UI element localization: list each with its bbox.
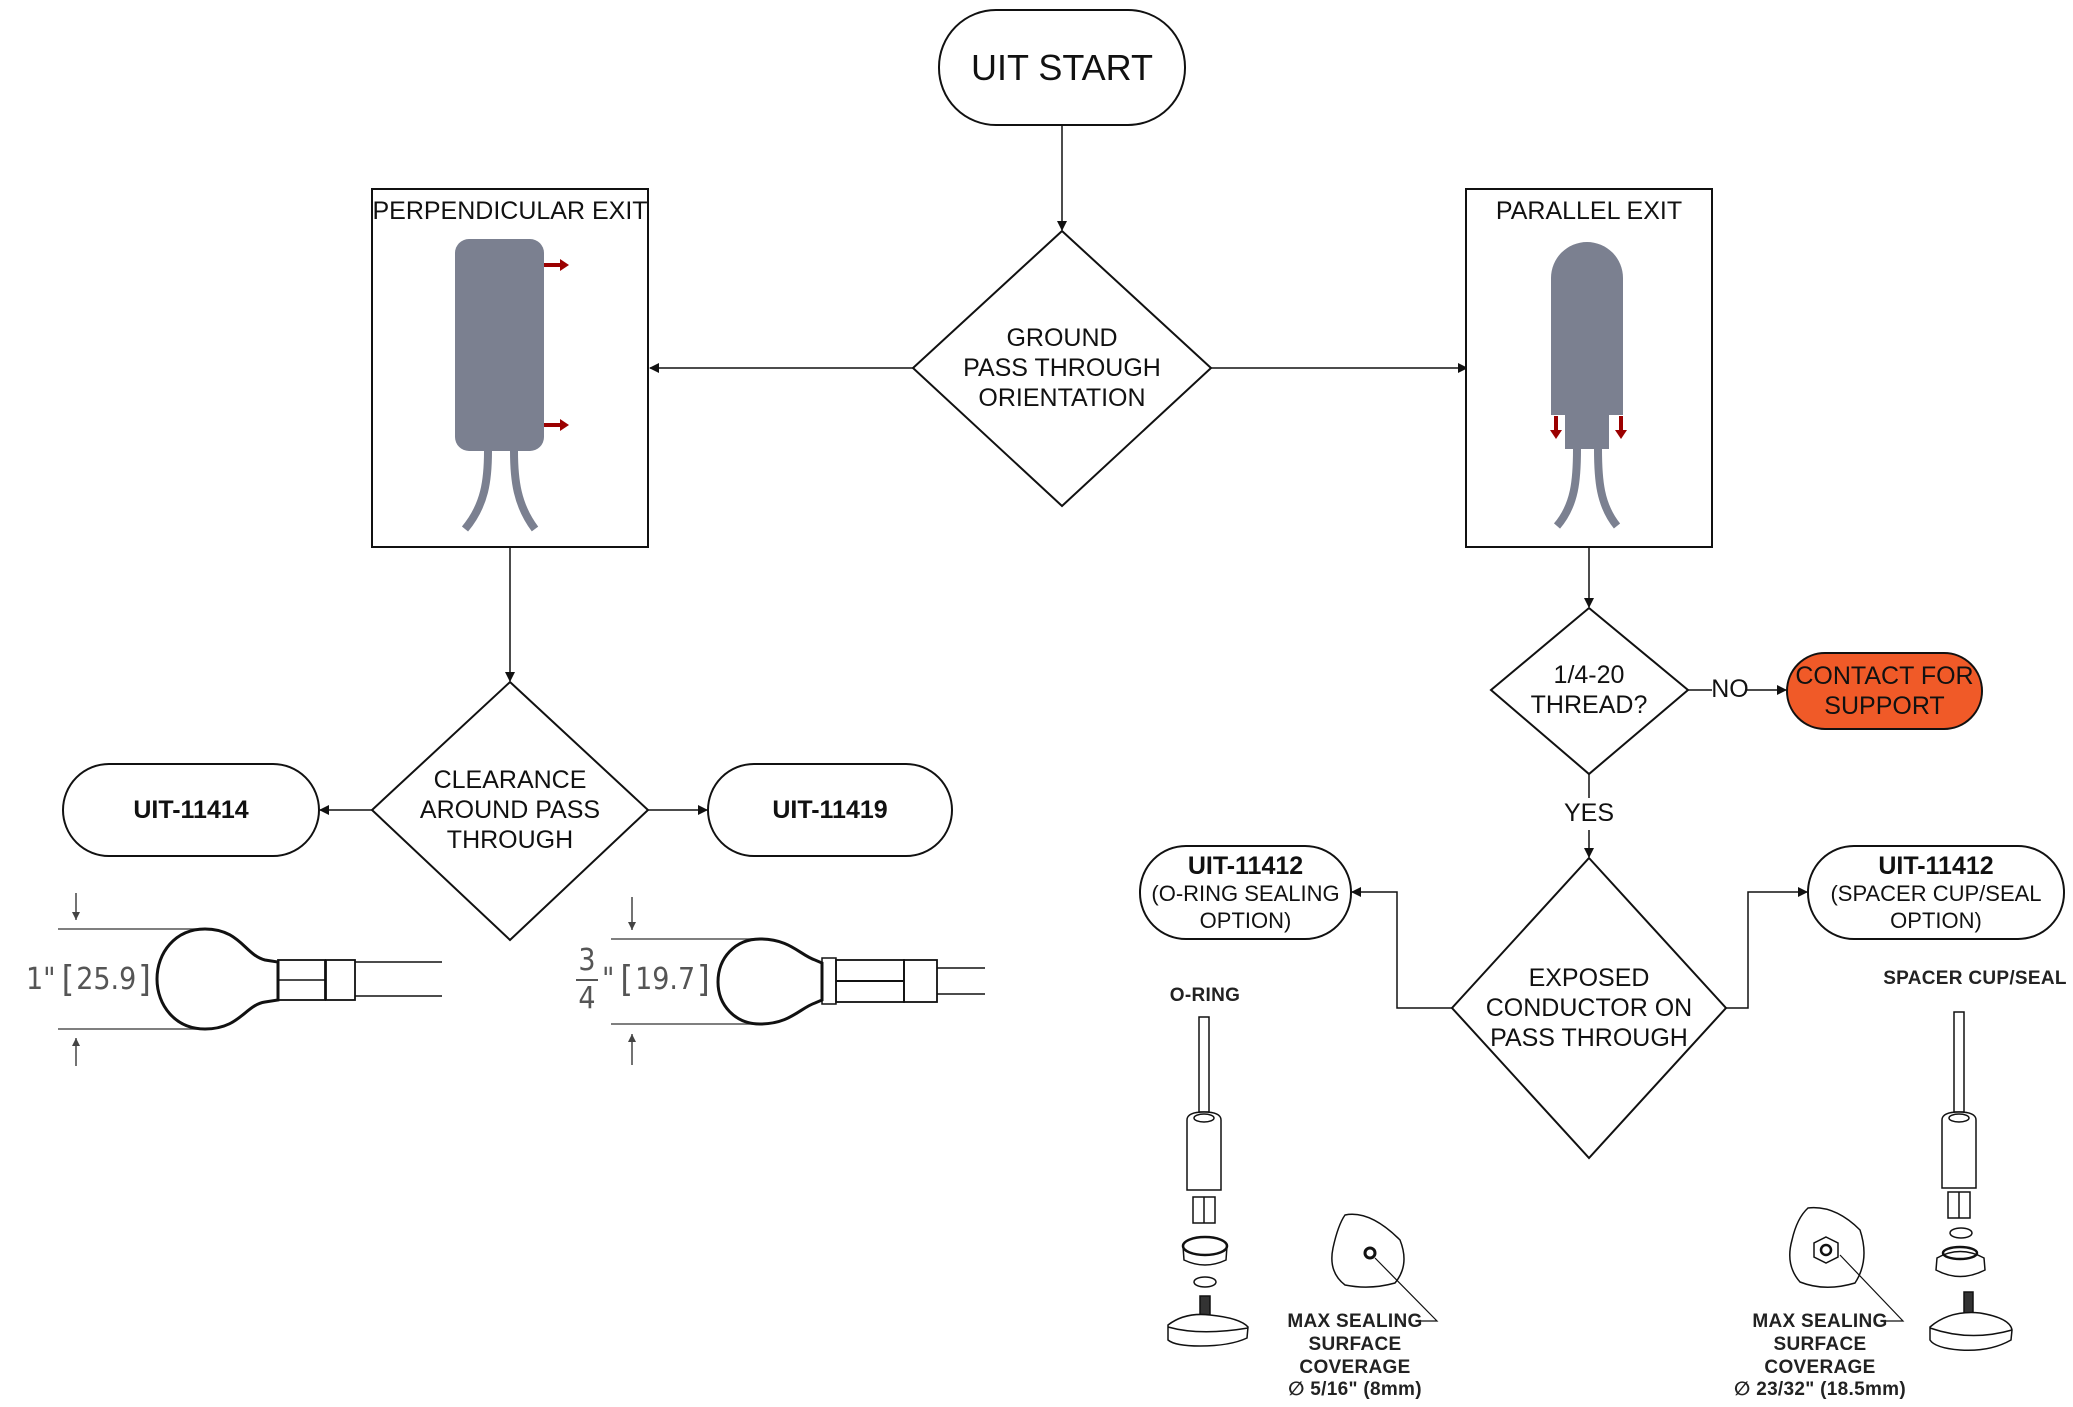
- oring-seal-surface-drawing: [1331, 1213, 1439, 1322]
- orientation-question: GROUND PASS THROUGH ORIENTATION: [943, 320, 1181, 416]
- dimension-2-mm: 19.7: [635, 962, 696, 997]
- clearance-line-1: CLEARANCE: [433, 766, 587, 794]
- oring-coverage-value: 5/16" (8mm): [1310, 1379, 1422, 1401]
- edge-label-yes: YES: [1563, 799, 1615, 827]
- bracket-open-icon: [: [620, 959, 634, 1001]
- spacer-option-line-2: OPTION): [1890, 907, 1982, 933]
- support-line-1: CONTACT FOR: [1795, 662, 1974, 690]
- conductor-question: EXPOSED CONDUCTOR ON PASS THROUGH: [1470, 960, 1708, 1056]
- fraction-denominator: 4: [578, 981, 596, 1016]
- diameter-icon: ∅: [1288, 1379, 1305, 1401]
- dimension-3-4in: 3 4 " [ 19.7 ]: [576, 946, 710, 1014]
- spacer-caption: SPACER CUP/SEAL: [1883, 968, 2067, 989]
- result-uit-11414[interactable]: [62, 763, 320, 857]
- spacer-option-part: UIT-11412: [1878, 852, 1994, 881]
- support-line-2: SUPPORT: [1824, 692, 1945, 720]
- edge-conductor-to-oring: [1351, 887, 1452, 1009]
- spacer-seal-surface-drawing: [1789, 1206, 1905, 1322]
- spacer-coverage-line-2: SURFACE COVERAGE: [1764, 1333, 1876, 1378]
- clearance-line-2: AROUND PASS: [419, 796, 601, 824]
- dimension-2-inch-mark: ": [602, 962, 615, 997]
- pass-through-1in-drawing: [58, 893, 442, 1066]
- oring-option-part: UIT-11412: [1187, 852, 1304, 881]
- start-label: UIT START: [970, 46, 1154, 88]
- uit-11419-label: UIT-11419: [772, 796, 888, 824]
- dimension-1in: 1" [ 25.9 ]: [26, 958, 151, 1001]
- thread-line-2: THREAD?: [1530, 691, 1648, 719]
- decision-orientation[interactable]: [911, 229, 1213, 508]
- spacer-coverage-value: 23/32" (18.5mm): [1756, 1379, 1906, 1401]
- parallel-exit-title: PARALLEL EXIT: [1495, 197, 1683, 225]
- conductor-line-1: EXPOSED: [1528, 964, 1650, 992]
- orientation-line-3: ORIENTATION: [978, 384, 1146, 412]
- spacer-option-line-1: (SPACER CUP/SEAL: [1830, 881, 2042, 907]
- conductor-line-2: CONDUCTOR ON: [1485, 994, 1693, 1022]
- orientation-line-2: PASS THROUGH: [963, 354, 1161, 382]
- decision-conductor[interactable]: [1450, 856, 1728, 1160]
- spacer-coverage-line-1: MAX SEALING: [1752, 1311, 1888, 1332]
- clearance-line-3: THROUGH: [446, 826, 574, 854]
- oring-coverage-note: MAX SEALING SURFACE COVERAGE ∅ 5/16" (8m…: [1255, 1311, 1455, 1402]
- oring-option-line-1: (O-RING SEALING: [1151, 881, 1340, 907]
- oring-coverage-line-1: MAX SEALING: [1287, 1311, 1423, 1332]
- fraction-numerator: 3: [578, 943, 596, 978]
- oring-option-terminator[interactable]: [1139, 845, 1352, 940]
- dimension-1-inch: 1": [26, 961, 56, 997]
- bracket-close-icon: ]: [138, 959, 151, 1000]
- pass-through-3-4in-drawing: [611, 897, 985, 1065]
- decision-clearance[interactable]: [370, 680, 650, 942]
- edge-label-no: NO: [1711, 675, 1749, 703]
- bracket-open-icon: [: [61, 959, 75, 1000]
- uit-11414-label: UIT-11414: [133, 796, 249, 824]
- conductor-line-3: PASS THROUGH: [1490, 1024, 1688, 1052]
- edge-conductor-to-spacer: [1726, 887, 1808, 1009]
- bracket-close-icon: ]: [697, 959, 710, 1001]
- parallel-device-icon: [1550, 242, 1627, 529]
- perpendicular-exit-title: PERPENDICULAR EXIT: [372, 197, 648, 225]
- diameter-icon: ∅: [1734, 1379, 1751, 1401]
- oring-assembly-drawing: [1167, 1016, 1249, 1347]
- spacer-coverage-value-row: ∅ 23/32" (18.5mm): [1734, 1379, 1906, 1402]
- orientation-line-1: GROUND: [1006, 324, 1118, 352]
- spacer-option-terminator[interactable]: [1807, 845, 2065, 940]
- oring-option-label: UIT-11412 (O-RING SEALING OPTION): [1140, 846, 1351, 939]
- support-terminator[interactable]: [1786, 652, 1983, 730]
- spacer-assembly-drawing: [1929, 1011, 2013, 1352]
- result-uit-11419[interactable]: [707, 763, 953, 857]
- dimension-1-mm: 25.9: [76, 961, 137, 997]
- dimension-2-fraction: 3 4: [576, 946, 598, 1014]
- clearance-question: CLEARANCE AROUND PASS THROUGH: [400, 762, 620, 858]
- oring-coverage-value-row: ∅ 5/16" (8mm): [1288, 1379, 1422, 1402]
- support-label: CONTACT FOR SUPPORT: [1787, 653, 1982, 729]
- spacer-option-label: UIT-11412 (SPACER CUP/SEAL OPTION): [1808, 846, 2064, 939]
- perpendicular-device-icon: [455, 239, 569, 532]
- oring-coverage-line-2: SURFACE COVERAGE: [1299, 1333, 1411, 1378]
- oring-caption: O-RING: [1169, 985, 1241, 1006]
- oring-option-line-2: OPTION): [1199, 907, 1292, 933]
- thread-line-1: 1/4-20: [1553, 661, 1625, 689]
- spacer-coverage-note: MAX SEALING SURFACE COVERAGE ∅ 23/32" (1…: [1720, 1311, 1920, 1402]
- thread-question: 1/4-20 THREAD?: [1509, 655, 1669, 725]
- fraction-bar: [576, 979, 598, 981]
